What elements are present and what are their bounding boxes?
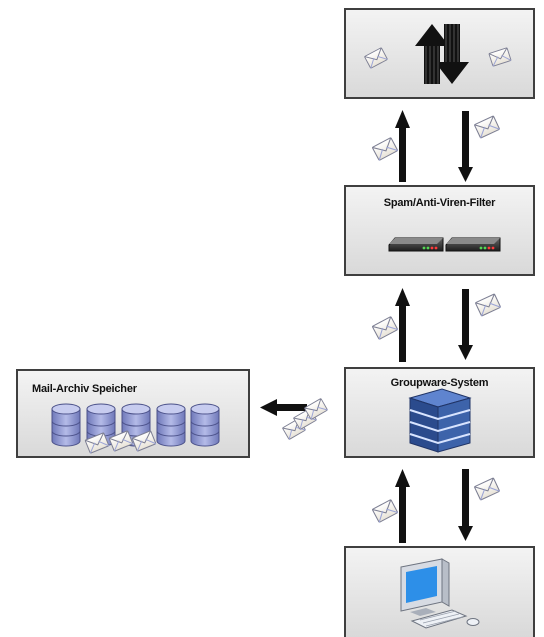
mail-archive-box: Mail-Archiv Speicher: [16, 369, 250, 458]
upward-flow-arrow: [395, 110, 410, 182]
groupware-box: Groupware-System: [344, 367, 535, 458]
envelope-icon: [371, 499, 399, 523]
left-flow-arrow: [260, 399, 307, 416]
downward-flow-arrow: [458, 289, 473, 360]
envelope-icon: [473, 477, 501, 501]
envelope-icon: [303, 398, 329, 420]
mail-archive-label: Mail-Archiv Speicher: [32, 383, 137, 395]
spam-filter-label: Spam/Anti-Viren-Filter: [383, 197, 496, 209]
envelope-icon: [281, 418, 307, 440]
envelope-icon: [371, 137, 399, 161]
downward-flow-arrow: [458, 111, 473, 182]
spam-filter-box: Spam/Anti-Viren-Filter: [344, 185, 535, 276]
downward-flow-arrow: [458, 469, 473, 541]
upward-flow-arrow: [395, 288, 410, 362]
upward-flow-arrow: [395, 469, 410, 543]
envelope-icon: [474, 293, 502, 317]
client-box: [344, 546, 535, 637]
envelope-icon: [292, 408, 318, 430]
envelope-icon: [371, 316, 399, 340]
internet-box: [344, 8, 535, 99]
envelope-icon: [473, 115, 501, 139]
groupware-label: Groupware-System: [390, 377, 489, 389]
